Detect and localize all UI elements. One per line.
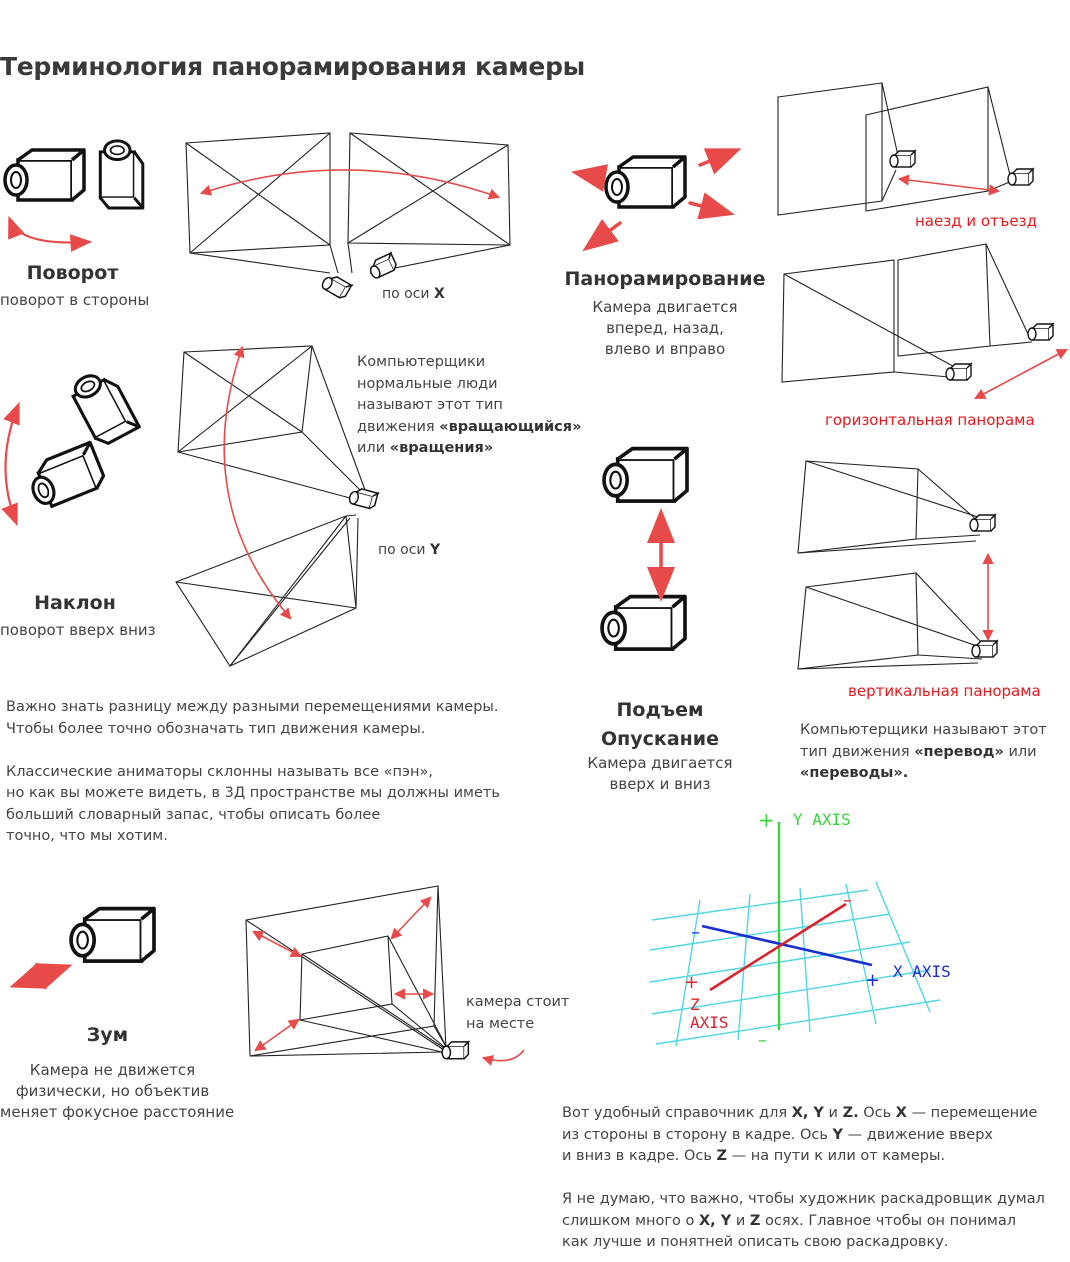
horizontal-frames-diagram [781,243,1068,400]
pedestal-camera-illustration [600,446,689,651]
x-plus: + [865,970,881,991]
tilt-frames-diagram [175,345,379,667]
pan-title: Поворот [26,262,119,284]
vertical-frames-diagram [797,460,998,670]
zoom-frames-diagram [245,885,525,1066]
z-plus: + [684,972,700,993]
zoom-camera-illustration [9,906,156,990]
truck-title: Панорамирование [564,268,766,290]
dolly-label: наезд и отъезд [915,212,1037,230]
pedestal-note: Компьютерщики называют этот тип движения… [800,722,1047,781]
horizontal-pan-label: горизонтальная панорама [825,411,1035,429]
pan-subtitle: поворот в стороны [0,291,150,309]
y-axis-label: Y AXIS [793,810,851,829]
zoom-title: Зум [86,1024,129,1046]
truck-camera-illustration [571,148,742,252]
tilt-title: Наклон [34,592,116,614]
x-axis-label: X AXIS [893,962,951,981]
reference-text: Вот удобный справочник для X, Y и Z. Ось… [562,1105,1045,1250]
tilt-camera-illustration [1,363,141,527]
tilt-subtitle: поворот вверх вниз [0,621,156,639]
pan-axis-label: по оси X [382,286,445,302]
y-plus: + [758,808,775,832]
tilt-note: Компьютерщики нормальные люди называют э… [357,354,582,456]
xyz-axes-diagram [649,822,941,1047]
z-minus: – [843,890,852,911]
page-title: Терминология панорамирования камеры [0,52,585,81]
tilt-axis-label: по оси Y [378,542,441,558]
y-minus: – [758,1030,767,1051]
intro-text: Важно знать разницу между разными переме… [6,699,500,844]
pan-camera-illustration [3,139,145,252]
x-minus: – [691,922,700,943]
vertical-pan-label: вертикальная панорама [848,682,1041,700]
pan-frames-diagram [185,132,511,301]
dolly-frames-diagram [777,82,1034,216]
